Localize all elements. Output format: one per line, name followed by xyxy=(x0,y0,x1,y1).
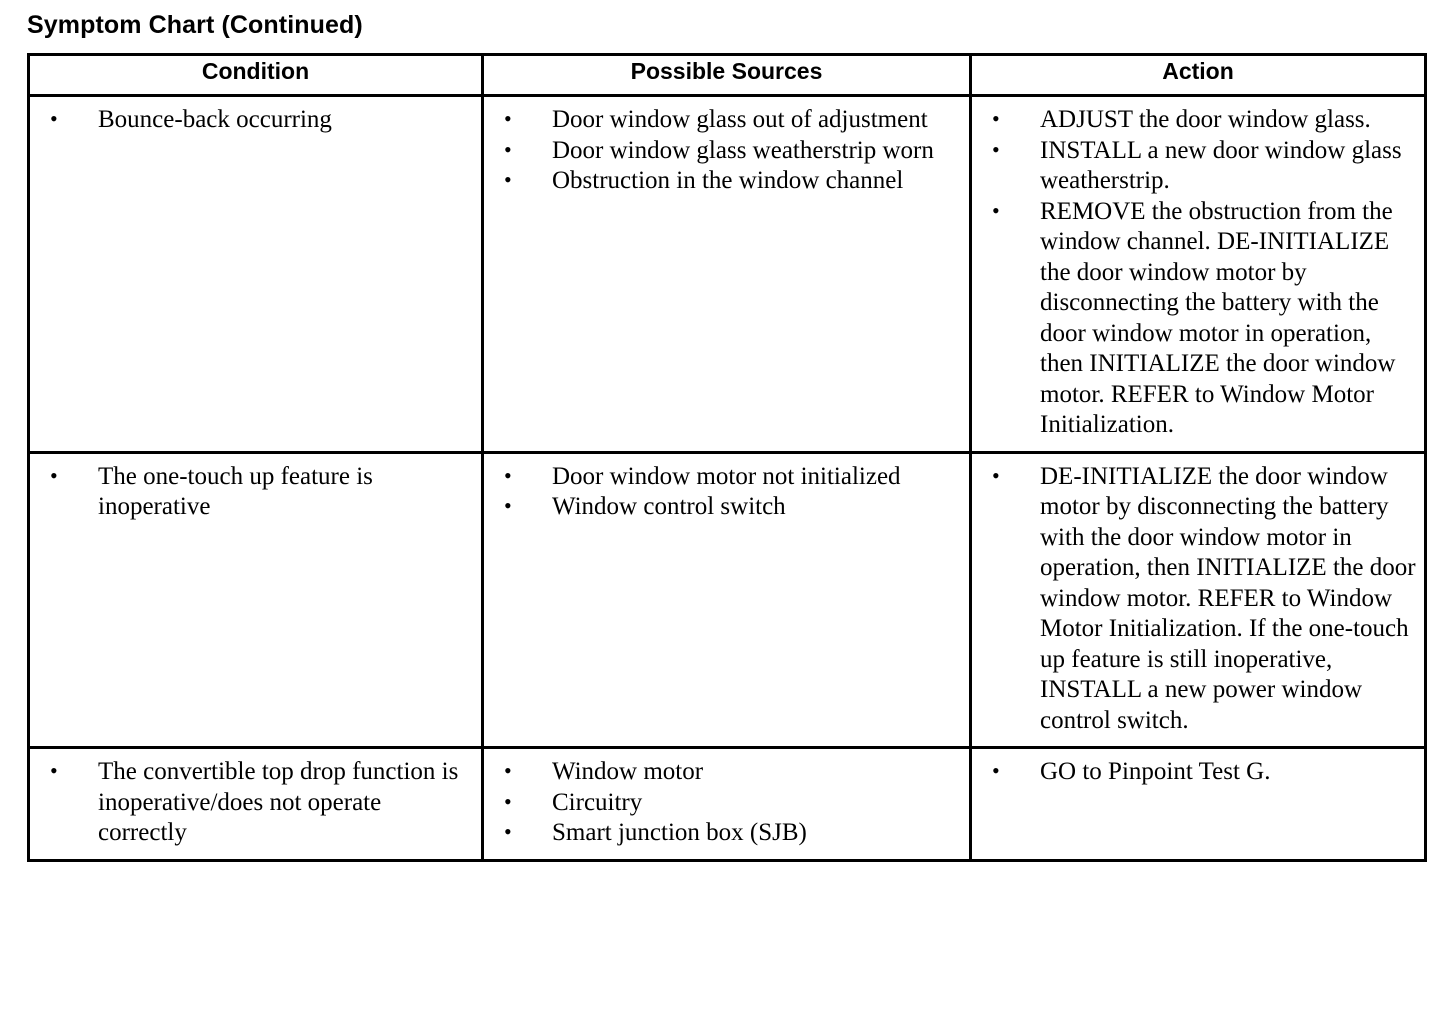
table-row: The one-touch up feature is inoperative … xyxy=(27,450,1427,749)
bullet-list-possible-sources: Window motor Circuitry Smart junction bo… xyxy=(490,756,963,849)
list-item: Obstruction in the window channel xyxy=(490,165,963,197)
page-title: Symptom Chart (Continued) xyxy=(27,11,363,39)
table-row: Bounce-back occurring Door window glass … xyxy=(27,94,1427,454)
cell-condition: The convertible top drop function is ino… xyxy=(27,746,484,862)
list-item: ADJUST the door window glass. xyxy=(978,104,1418,136)
list-item: Door window motor not initialized xyxy=(490,461,963,493)
bullet-list-condition: The one-touch up feature is inoperative xyxy=(36,461,475,523)
cell-condition: The one-touch up feature is inoperative xyxy=(27,450,484,749)
bullet-list-condition: Bounce-back occurring xyxy=(36,104,475,136)
table-body: Bounce-back occurring Door window glass … xyxy=(27,94,1427,862)
cell-action: ADJUST the door window glass. INSTALL a … xyxy=(969,94,1427,454)
list-item: DE-INITIALIZE the door window motor by d… xyxy=(978,461,1418,737)
bullet-list-possible-sources: Door window glass out of adjustment Door… xyxy=(490,104,963,197)
list-item: Door window glass weatherstrip worn xyxy=(490,135,963,167)
list-item: Window control switch xyxy=(490,491,963,523)
bullet-list-condition: The convertible top drop function is ino… xyxy=(36,756,475,849)
bullet-list-action: GO to Pinpoint Test G. xyxy=(978,756,1418,788)
table-header: Condition Possible Sources Action xyxy=(27,53,1427,97)
cell-action: DE-INITIALIZE the door window motor by d… xyxy=(969,450,1427,749)
cell-action: GO to Pinpoint Test G. xyxy=(969,746,1427,862)
bullet-list-possible-sources: Door window motor not initialized Window… xyxy=(490,461,963,523)
column-header-possible-sources: Possible Sources xyxy=(481,53,972,97)
header-row: Condition Possible Sources Action xyxy=(27,53,1427,97)
list-item: Window motor xyxy=(490,756,963,788)
list-item: REMOVE the obstruction from the window c… xyxy=(978,196,1418,441)
list-item: Bounce-back occurring xyxy=(36,104,475,136)
symptom-chart-table: Condition Possible Sources Action Bounce… xyxy=(27,53,1427,862)
list-item: Door window glass out of adjustment xyxy=(490,104,963,136)
table-row: The convertible top drop function is ino… xyxy=(27,746,1427,862)
bullet-list-action: DE-INITIALIZE the door window motor by d… xyxy=(978,461,1418,737)
column-header-condition: Condition xyxy=(27,53,484,97)
cell-condition: Bounce-back occurring xyxy=(27,94,484,454)
cell-possible-sources: Door window motor not initialized Window… xyxy=(481,450,972,749)
list-item: GO to Pinpoint Test G. xyxy=(978,756,1418,788)
column-header-action: Action xyxy=(969,53,1427,97)
list-item: Circuitry xyxy=(490,787,963,819)
list-item: INSTALL a new door window glass weathers… xyxy=(978,135,1418,197)
list-item: The convertible top drop function is ino… xyxy=(36,756,475,849)
cell-possible-sources: Window motor Circuitry Smart junction bo… xyxy=(481,746,972,862)
list-item: Smart junction box (SJB) xyxy=(490,817,963,849)
list-item: The one-touch up feature is inoperative xyxy=(36,461,475,523)
bullet-list-action: ADJUST the door window glass. INSTALL a … xyxy=(978,104,1418,441)
cell-possible-sources: Door window glass out of adjustment Door… xyxy=(481,94,972,454)
